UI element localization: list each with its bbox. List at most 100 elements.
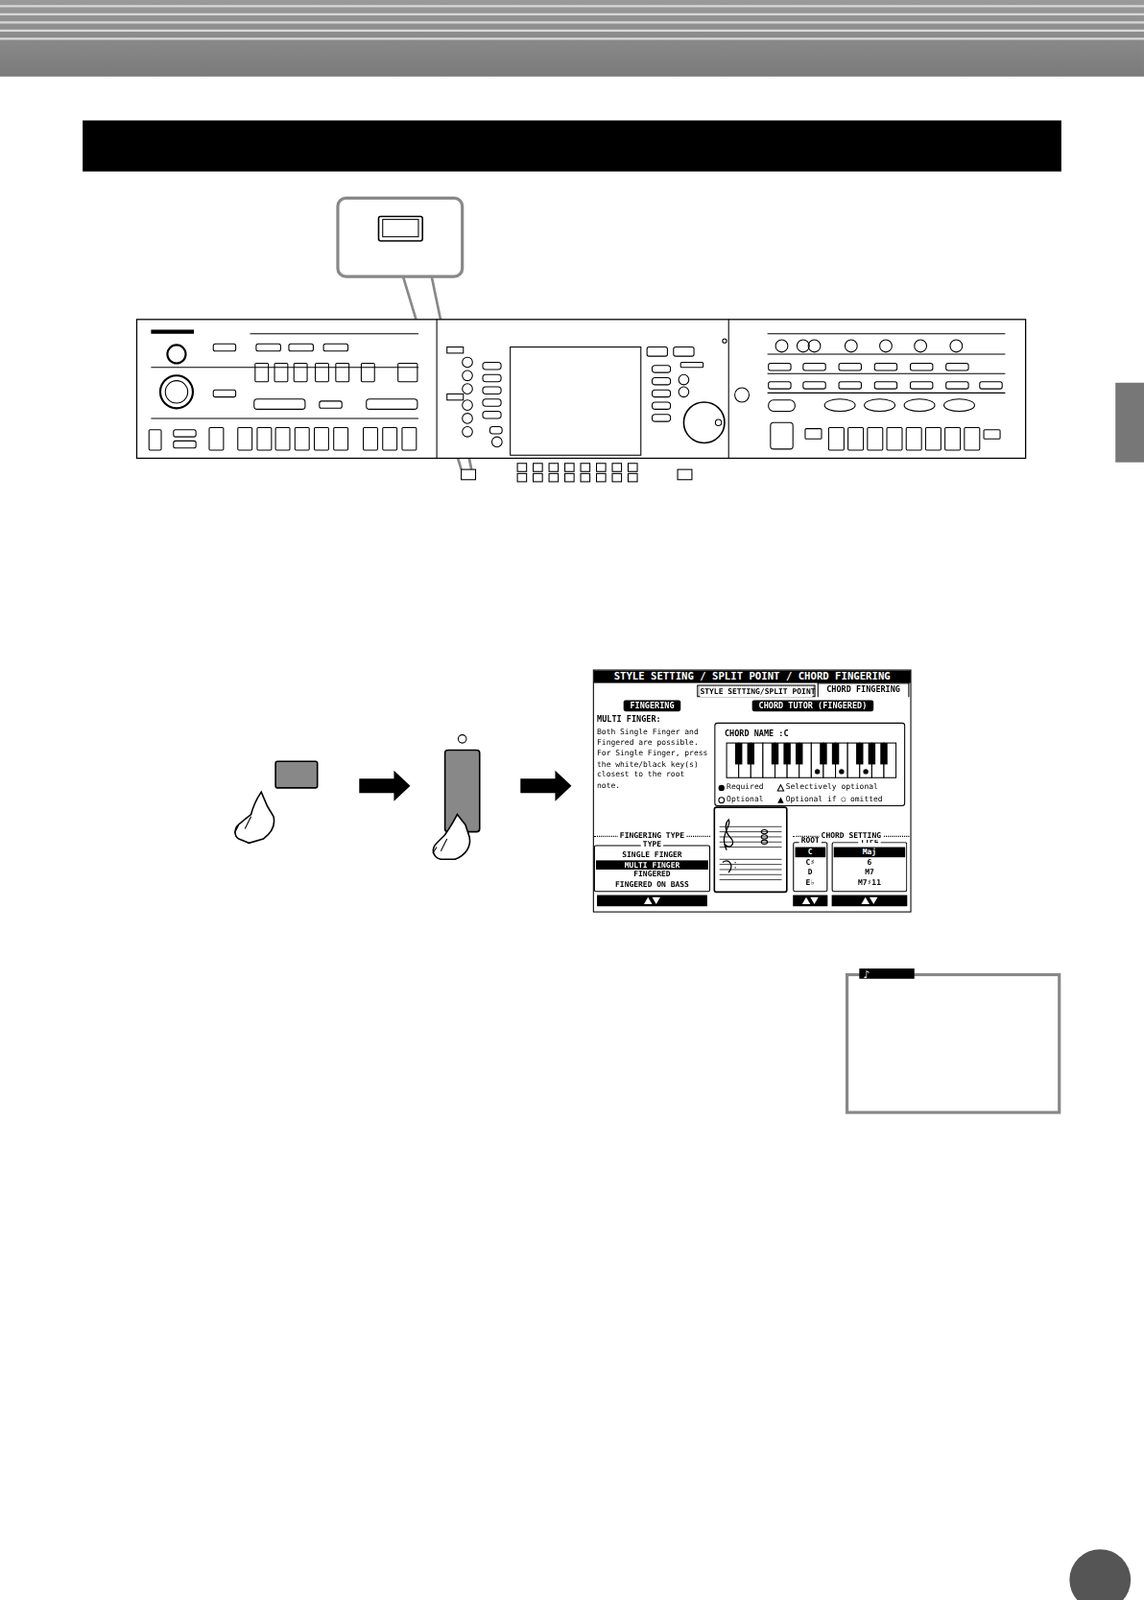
list-heading: FINGERING TYPE bbox=[618, 832, 687, 840]
drawing-stroke bbox=[832, 895, 908, 907]
section-label: FINGERING bbox=[623, 699, 682, 712]
legend-text: Selectively optional bbox=[786, 783, 879, 791]
drawing-stroke bbox=[402, 428, 417, 451]
list-item: SINGLE FINGER bbox=[595, 850, 710, 860]
tab-label: STYLE SETTING/SPLIT POINT bbox=[699, 687, 812, 698]
drawing-stroke bbox=[777, 785, 784, 791]
drawing-stroke bbox=[722, 860, 737, 873]
legend-text: Required bbox=[726, 783, 763, 791]
drawing-stroke bbox=[580, 473, 591, 482]
screen-title: STYLE SETTING / SPLIT POINT / CHORD FING… bbox=[594, 670, 911, 684]
legend-symbol bbox=[717, 795, 727, 805]
list-item: 6 bbox=[833, 857, 907, 868]
list-subheading: TYPE bbox=[641, 839, 664, 848]
drawing-stroke bbox=[548, 463, 559, 473]
drawing-stroke bbox=[886, 428, 903, 451]
list-heading: CHORD SETTING bbox=[818, 832, 883, 840]
list-item: E♭ bbox=[793, 877, 827, 888]
drawing-stroke bbox=[802, 897, 811, 905]
drawing-stroke bbox=[719, 858, 783, 860]
drawing-stroke bbox=[862, 768, 868, 774]
list-item: M7 bbox=[833, 867, 907, 879]
drawing-stroke bbox=[612, 473, 622, 482]
drawing-stroke bbox=[718, 785, 725, 791]
drawing-stroke bbox=[869, 897, 879, 905]
drawing-stroke bbox=[945, 428, 961, 451]
drawing-stroke bbox=[719, 874, 783, 876]
drawing-stroke bbox=[596, 473, 607, 482]
drawing-stroke bbox=[548, 473, 559, 482]
list-frame: TYPESINGLE FINGERMULTI FINGERFINGEREDFIN… bbox=[594, 844, 711, 892]
drawing-stroke bbox=[848, 428, 864, 451]
drawing-stroke bbox=[964, 428, 980, 451]
list-item: FINGERED bbox=[595, 869, 710, 880]
drawing-stroke bbox=[718, 797, 725, 804]
drawing-stroke bbox=[814, 768, 820, 774]
list-item: C bbox=[794, 847, 826, 858]
drawing-stroke bbox=[925, 428, 941, 451]
drawing-stroke bbox=[819, 742, 827, 764]
drawing-stroke bbox=[783, 742, 790, 764]
drawing-stroke bbox=[867, 428, 883, 451]
drawing-stroke bbox=[643, 897, 653, 905]
root-list: ROOTCC♯DE♭ bbox=[792, 841, 828, 892]
drawing-stroke bbox=[651, 897, 661, 905]
inactive-tab: STYLE SETTING/SPLIT POINT bbox=[696, 684, 815, 697]
drawing-stroke bbox=[771, 742, 779, 764]
drawing-stroke bbox=[777, 796, 784, 803]
lcd-screen: STYLE SETTING / SPLIT POINT / CHORD FING… bbox=[593, 669, 912, 913]
drawing-stroke bbox=[856, 742, 863, 764]
list-item: C♯ bbox=[793, 857, 827, 868]
fingering-name: MULTI FINGER: bbox=[596, 715, 662, 724]
drawing-stroke bbox=[627, 463, 638, 473]
drawing-stroke bbox=[719, 841, 783, 843]
section-label-text: FINGERING bbox=[623, 699, 682, 712]
legend-symbol bbox=[776, 795, 786, 805]
fingering-type-list: FINGERING TYPETYPESINGLE FINGERMULTI FIN… bbox=[594, 832, 711, 893]
drawing-stroke bbox=[612, 463, 622, 473]
drawing-stroke bbox=[723, 819, 733, 851]
drawing-stroke bbox=[795, 742, 803, 764]
drawing-stroke bbox=[810, 897, 819, 905]
drawing-stroke bbox=[880, 742, 887, 764]
list-item: D bbox=[793, 867, 827, 879]
drawing-stroke bbox=[314, 428, 330, 451]
list-item: M7♯11 bbox=[833, 877, 907, 888]
drawing-stroke bbox=[382, 428, 398, 451]
drawing-stroke bbox=[719, 863, 783, 865]
drawing-stroke bbox=[596, 895, 708, 907]
chord-type-list: TYPEMaj6M7M7♯11 bbox=[832, 841, 908, 892]
drawing-stroke bbox=[832, 742, 839, 764]
drawing-stroke bbox=[747, 742, 755, 764]
drawing-stroke bbox=[719, 831, 783, 833]
list-item: Maj bbox=[834, 847, 906, 858]
list-item: MULTI FINGER bbox=[595, 859, 709, 870]
drawing-stroke bbox=[860, 897, 870, 905]
chord-name: CHORD NAME :C bbox=[724, 729, 789, 739]
section-label: CHORD TUTOR (FINGERED) bbox=[752, 699, 875, 712]
drawing-stroke bbox=[294, 428, 310, 451]
drawing-stroke bbox=[533, 463, 544, 473]
drawing-stroke bbox=[275, 428, 290, 451]
drawing-stroke bbox=[580, 463, 591, 473]
drawing-stroke bbox=[761, 834, 767, 839]
list-item: FINGERED ON BASS bbox=[595, 879, 710, 889]
legend-text: Optional bbox=[726, 794, 763, 803]
legend-text: Optional if ○ omitted bbox=[786, 794, 883, 803]
drawing-stroke bbox=[238, 428, 253, 451]
legend-symbol bbox=[776, 784, 786, 793]
svg-text:♪: ♪ bbox=[863, 968, 871, 981]
drawing-stroke bbox=[363, 428, 379, 451]
drawing-stroke bbox=[565, 463, 575, 473]
drawing-stroke bbox=[627, 473, 638, 482]
fingering-description: Both Single Finger and Fingered are poss… bbox=[596, 726, 712, 792]
drawing-stroke bbox=[517, 473, 527, 482]
drawing-stroke bbox=[596, 463, 607, 473]
drawing-stroke bbox=[565, 473, 575, 482]
drawing-stroke bbox=[868, 742, 876, 764]
drawing-stroke bbox=[735, 742, 742, 764]
tab-label: CHORD FINGERING bbox=[818, 683, 909, 696]
drawing-stroke bbox=[714, 807, 787, 892]
